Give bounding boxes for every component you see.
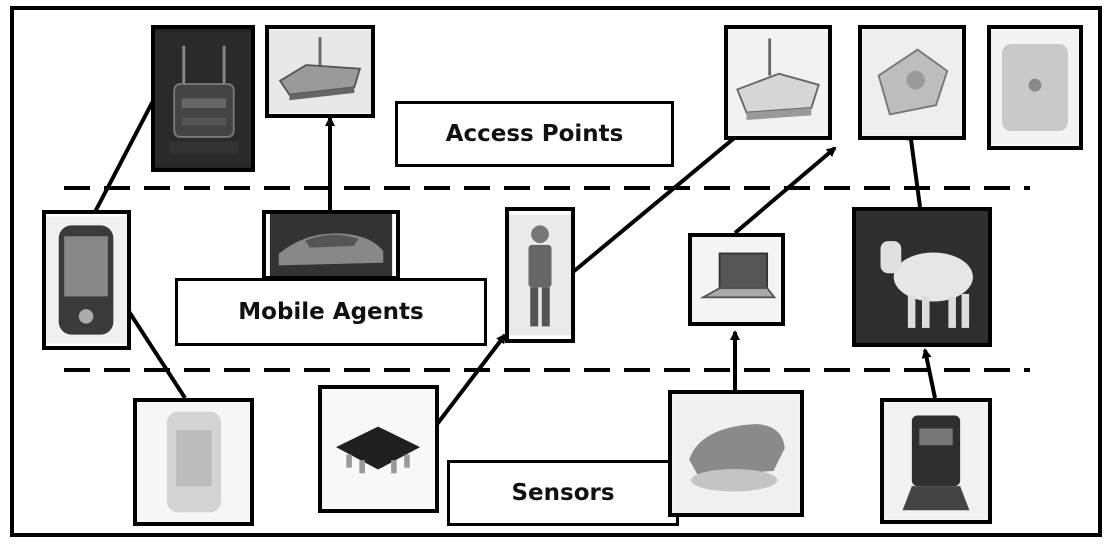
- router-icon: [269, 29, 371, 114]
- sensor-station-tile: [880, 398, 992, 524]
- wireless-router-tile: [724, 25, 832, 140]
- sensor-module-icon: [137, 402, 250, 522]
- router-tile: [265, 25, 375, 118]
- person-tile: [505, 207, 575, 343]
- access-point-hub-tile: [858, 25, 966, 140]
- access-point-hub-icon: [862, 29, 962, 136]
- smartphone-tile: [42, 210, 131, 350]
- car-icon: [269, 214, 393, 276]
- chip-sensor-tile: [318, 385, 439, 513]
- sensor-pod-icon: [672, 394, 800, 513]
- mobile-agents-label: Mobile Agents: [175, 278, 487, 346]
- goat-tile: [852, 207, 992, 347]
- access-points-label: Access Points: [395, 101, 674, 167]
- sensor-pod-tile: [668, 390, 804, 517]
- access-point-tower-tile: [151, 25, 255, 172]
- person-icon: [509, 214, 571, 336]
- goat-icon: [856, 211, 988, 343]
- chip-sensor-icon: [322, 389, 435, 509]
- laptop-tile: [688, 233, 785, 326]
- sensor-station-icon: [884, 402, 988, 520]
- laptop-icon: [692, 237, 781, 322]
- access-point-tower-icon: [155, 31, 251, 166]
- car-tile: [262, 210, 400, 280]
- sensor-module-tile: [133, 398, 254, 526]
- smartphone-icon: [46, 216, 127, 344]
- wireless-router-icon: [728, 29, 828, 136]
- access-point-disc-icon: [991, 30, 1079, 145]
- sensors-label: Sensors: [447, 460, 679, 526]
- access-point-disc-tile: [987, 25, 1083, 150]
